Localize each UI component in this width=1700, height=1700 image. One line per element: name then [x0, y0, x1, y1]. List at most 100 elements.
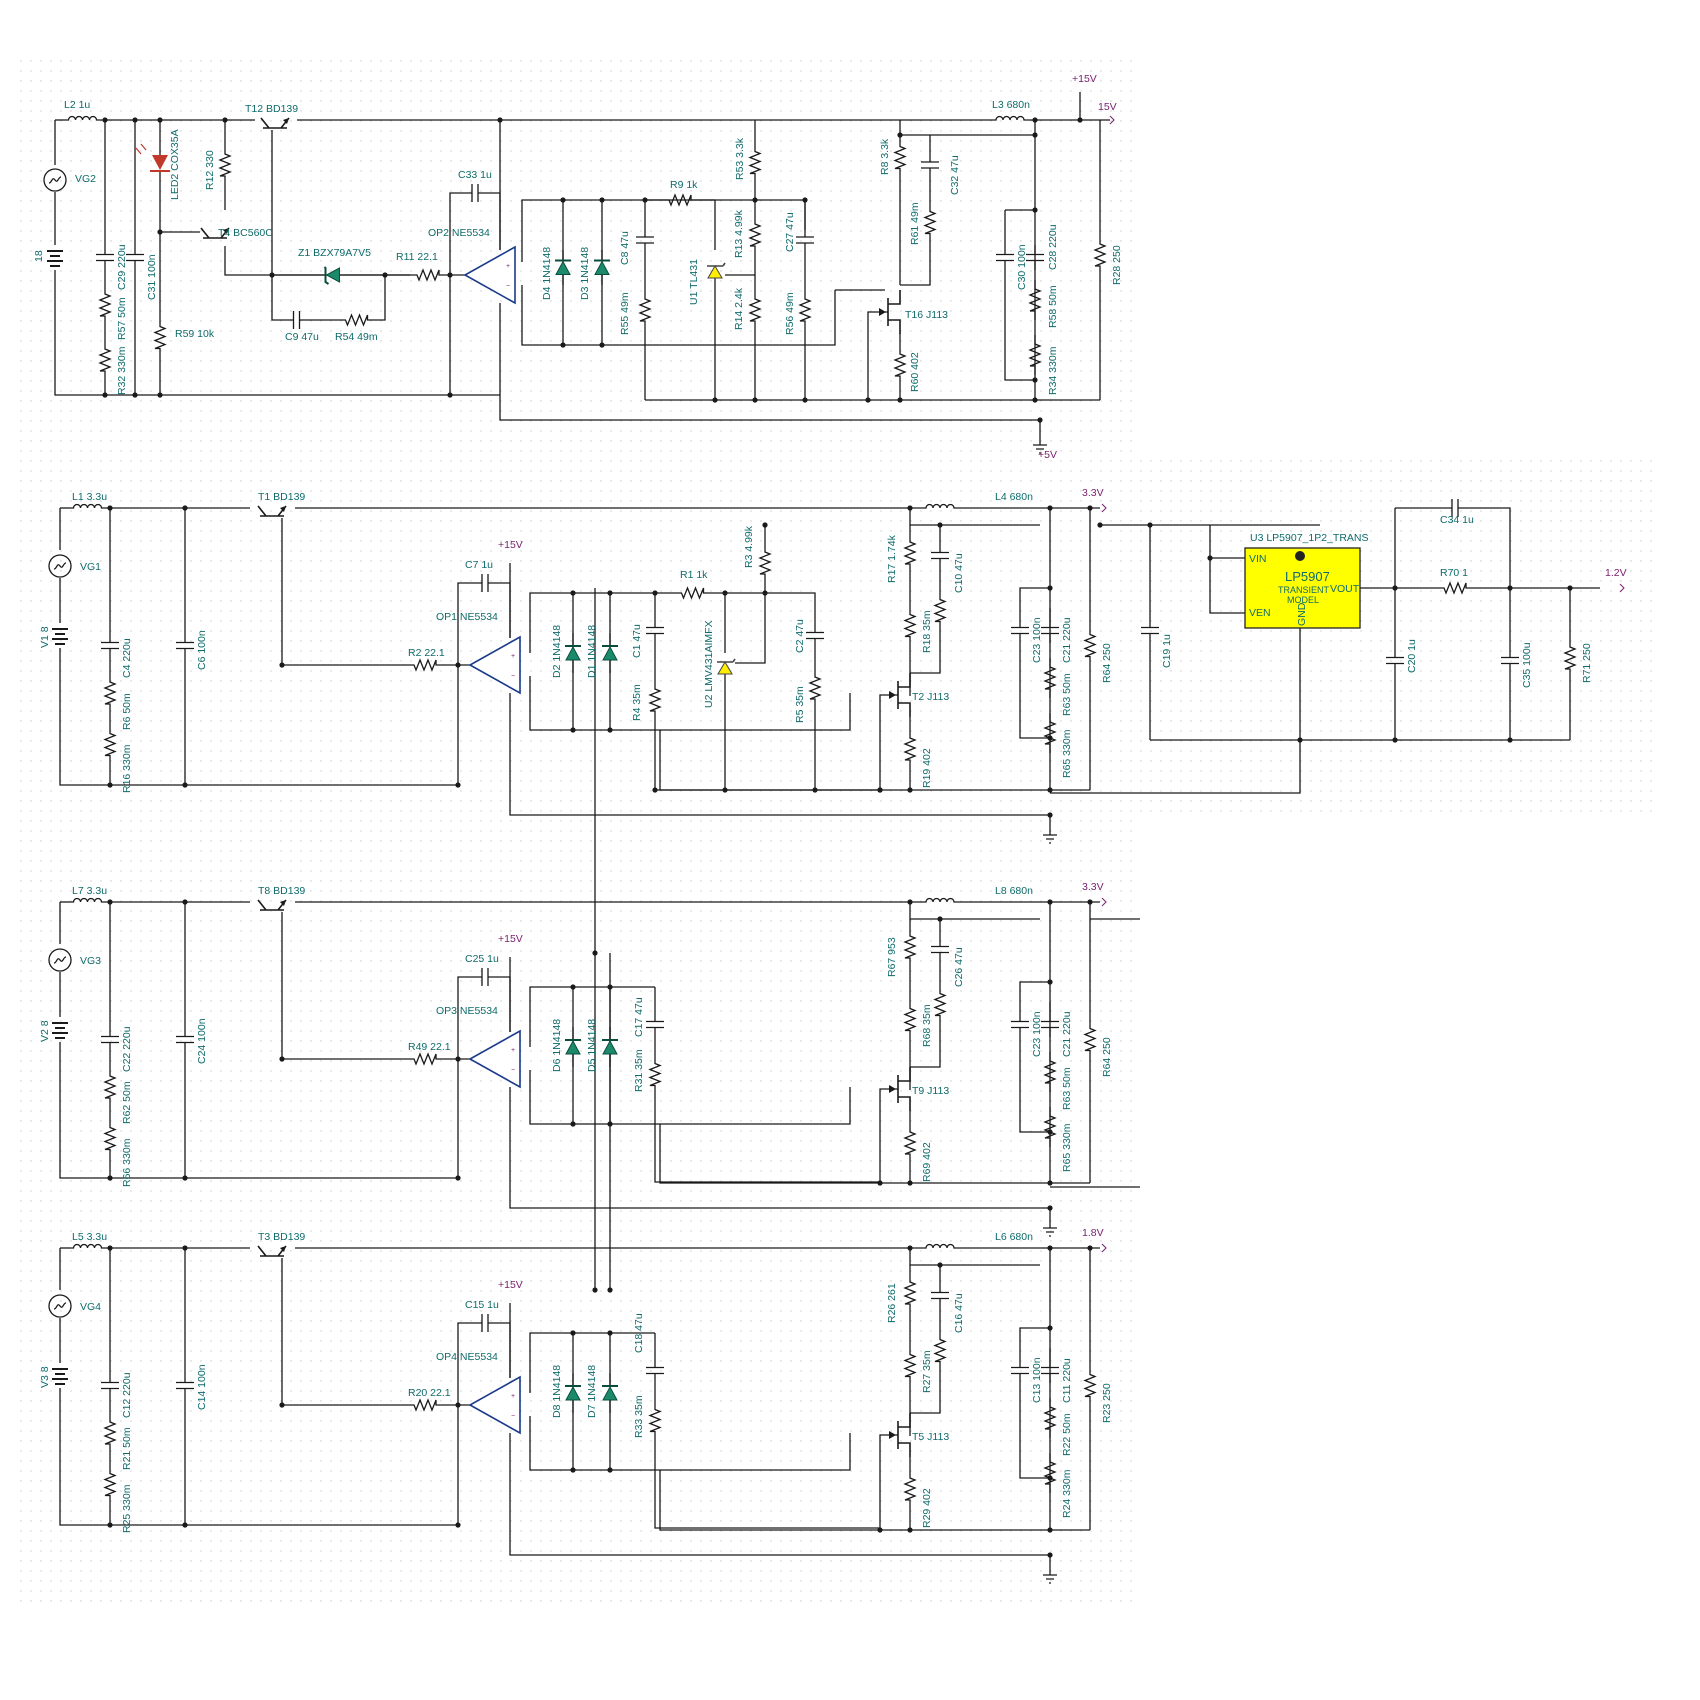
resistor [893, 140, 907, 175]
capacitor [1440, 499, 1470, 517]
wire [900, 240, 931, 286]
component-label: V3 8 [39, 1366, 51, 1388]
resistor [1043, 1107, 1057, 1147]
resistor [758, 543, 772, 583]
battery-icon [52, 1022, 68, 1039]
jfet [887, 290, 901, 334]
component-label: +15V [498, 933, 523, 945]
junction-dot [279, 1056, 285, 1062]
wire [654, 1097, 880, 1183]
resistor [103, 723, 117, 766]
component-label: D7 1N4148 [586, 1365, 598, 1418]
junction-dot [107, 1245, 113, 1251]
bjt-emitter-arrow [280, 506, 286, 512]
inductor [70, 503, 105, 509]
component-label: C7 1u [465, 559, 493, 571]
resistor [1043, 713, 1057, 753]
component-label: Z1 BZX79A7V5 [298, 247, 371, 259]
component-label: 1.8V [1082, 1227, 1104, 1239]
resistor [98, 340, 112, 380]
wire [529, 1332, 655, 1393]
junction-dot [182, 899, 188, 905]
junction-dot [722, 787, 728, 793]
resistor [103, 1067, 117, 1107]
component-label: R25 330m [121, 1484, 133, 1533]
junction-dot [269, 272, 275, 278]
opamp-plus-sign: + [506, 263, 510, 270]
sine-wave [53, 562, 67, 570]
capacitor [1026, 245, 1044, 270]
diode [602, 1039, 618, 1055]
component-label: C24 100n [196, 1018, 208, 1064]
component-label: C14 100n [196, 1364, 208, 1410]
component-label: R28 250 [1111, 245, 1123, 285]
component-label: R70 1 [1440, 567, 1468, 579]
component-label: R16 330m [121, 744, 133, 793]
resistor [153, 320, 167, 355]
component-label: R54 49m [335, 331, 378, 343]
resistor [335, 313, 378, 327]
pin-label: VOUT [1330, 583, 1360, 595]
component-label: 3.3V [1082, 487, 1104, 499]
component-label: C32 47u [949, 155, 961, 195]
junction-dot [447, 392, 453, 398]
component-label: C31 100n [146, 254, 158, 300]
resistor [405, 1052, 445, 1066]
junction-dot [877, 1180, 883, 1186]
resistor [903, 987, 917, 1052]
component-label: D3 1N4148 [579, 247, 591, 300]
bjt-emitter-arrow [280, 1246, 286, 1252]
capacitor [278, 311, 315, 329]
component-label: R56 49m [784, 292, 796, 335]
resistor [933, 588, 947, 633]
component-label: 18 [33, 250, 45, 262]
ground-icon [1033, 444, 1047, 454]
resistor [903, 728, 917, 770]
bjt-emitter-arrow [283, 118, 289, 124]
component-label: L4 680n [995, 491, 1033, 503]
resistor [1563, 638, 1577, 678]
component-label: D6 1N4148 [551, 1019, 563, 1072]
component-label: C1 47u [631, 624, 643, 658]
component-label: R27 35m [921, 1350, 933, 1393]
junction-dot [1207, 555, 1213, 561]
inductor [920, 897, 960, 903]
junction-dot [1032, 207, 1038, 213]
junction-dot [607, 984, 613, 990]
junction-dot [1507, 585, 1513, 591]
shunt-reference [707, 265, 723, 279]
component-label: C17 47u [633, 997, 645, 1037]
junction-dot [865, 397, 871, 403]
resistor [218, 145, 232, 185]
diode [602, 645, 618, 661]
sine-source-icon [48, 1294, 72, 1318]
component-label: V2 8 [39, 1020, 51, 1042]
wire [449, 192, 460, 275]
inductor [65, 115, 100, 121]
junction-dot [560, 342, 566, 348]
ground-icon [1043, 1227, 1057, 1237]
junction-dot [102, 392, 108, 398]
component-label: R55 49m [619, 292, 631, 335]
component-label: R63 50m [1061, 673, 1073, 716]
sine-source-icon [48, 554, 72, 578]
component-label: T9 J113 [912, 1085, 949, 1097]
component-label: C6 100n [196, 630, 208, 670]
component-label: VG1 [80, 561, 101, 573]
junction-dot [1047, 787, 1053, 793]
capacitor [1141, 618, 1159, 643]
opamp [468, 1375, 521, 1435]
wire [529, 1070, 851, 1125]
component-label: VG4 [80, 1301, 101, 1313]
component-label: C26 47u [953, 947, 965, 987]
component-label: C29 220u [116, 244, 128, 290]
component-label: D5 1N4148 [586, 1019, 598, 1072]
shunt-cathode [707, 262, 726, 267]
junction-dot [607, 727, 613, 733]
component-label: R34 330m [1047, 346, 1059, 395]
junction-dot [182, 1245, 188, 1251]
component-label: OP4 NE5534 [436, 1351, 498, 1363]
wire [1019, 1383, 1050, 1479]
junction-dot [937, 916, 943, 922]
wire [1019, 1037, 1050, 1133]
